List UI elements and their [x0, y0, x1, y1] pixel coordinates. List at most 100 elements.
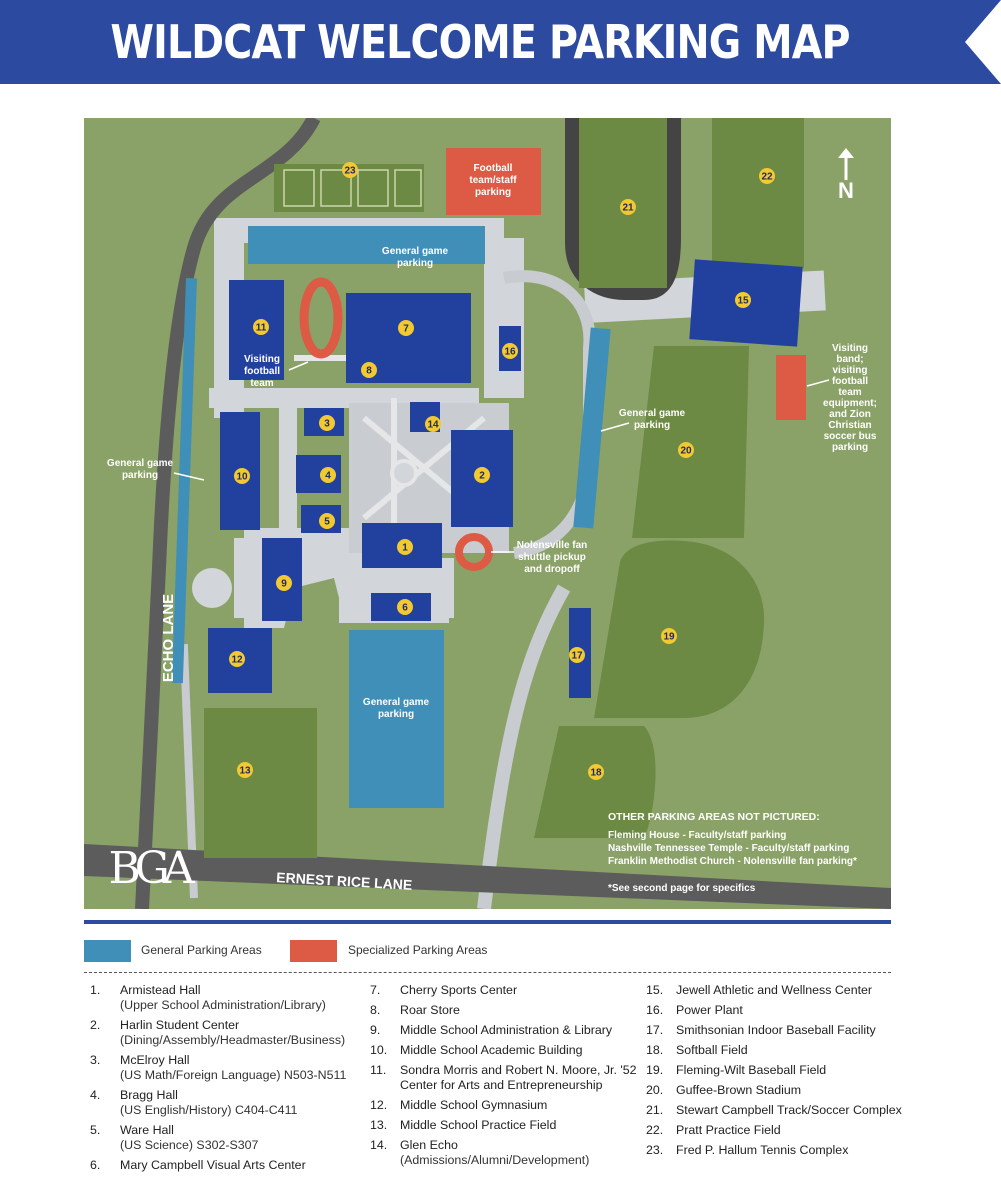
svg-text:parking: parking: [122, 470, 158, 481]
key-item-subtitle: (Dining/Assembly/Headmaster/Business): [120, 1033, 346, 1047]
label-visiting-football-team: Visiting football team: [244, 354, 280, 389]
other-parking-footnote: *See second page for specifics: [608, 883, 756, 894]
key-item-name: Mary Campbell Visual Arts Center: [120, 1158, 306, 1172]
key-item-name: Fleming-Wilt Baseball Field: [676, 1063, 827, 1077]
key-item: 22.Pratt Practice Field: [640, 1123, 930, 1138]
svg-text:parking: parking: [397, 258, 433, 269]
key-item-number: 3.: [90, 1053, 101, 1067]
svg-text:band;: band;: [836, 354, 863, 365]
road-ernest-rice-lane: [84, 844, 891, 909]
marker-20[interactable]: 20: [678, 442, 694, 458]
fields: [204, 118, 804, 858]
key-item-number: 13.: [370, 1118, 388, 1132]
key-item: 3.McElroy Hall(US Math/Foreign Language)…: [84, 1053, 359, 1083]
svg-text:1: 1: [402, 543, 408, 554]
key-item-name: Power Plant: [676, 1003, 743, 1017]
marker-21[interactable]: 21: [620, 199, 636, 215]
key-item: 15.Jewell Athletic and Wellness Center: [640, 983, 930, 998]
key-item-subtitle: (US Math/Foreign Language) N503-N511: [120, 1068, 347, 1082]
key-item-number: 19.: [646, 1063, 664, 1077]
key-item-name: Middle School Gymnasium: [400, 1098, 548, 1112]
marker-8[interactable]: 8: [361, 362, 377, 378]
label-shuttle: Nolensville fan shuttle pickup and dropo…: [517, 540, 588, 575]
marker-14[interactable]: 14: [425, 416, 441, 432]
key-item-number: 16.: [646, 1003, 664, 1017]
svg-text:18: 18: [590, 768, 602, 779]
label-visiting-band: Visiting band; visiting football team eq…: [823, 343, 877, 453]
key-item-number: 14.: [370, 1138, 388, 1152]
key-item: 18.Softball Field: [640, 1043, 930, 1058]
map-legend: General Parking Areas Specialized Parkin…: [84, 936, 891, 966]
label-general-parking-right: General game parking: [619, 408, 686, 431]
key-item: 5. Ware Hall(US Science) S302-S307: [84, 1123, 359, 1153]
svg-text:General game: General game: [382, 246, 449, 257]
marker-4[interactable]: 4: [320, 467, 336, 483]
svg-text:Nolensville fan: Nolensville fan: [517, 540, 588, 551]
svg-text:visiting: visiting: [832, 365, 867, 376]
svg-text:5: 5: [324, 517, 330, 528]
marker-15[interactable]: 15: [735, 292, 751, 308]
key-item-name: Guffee-Brown Stadium: [676, 1083, 802, 1097]
key-item: 8.Roar Store: [364, 1003, 639, 1018]
key-item: 10.Middle School Academic Building: [364, 1043, 639, 1058]
marker-13[interactable]: 13: [237, 762, 253, 778]
quad-fountain: [390, 459, 418, 487]
key-item-name: Middle School Academic Building: [400, 1043, 583, 1057]
key-item-number: 11.: [370, 1063, 387, 1077]
marker-6[interactable]: 6: [397, 599, 413, 615]
walkway-south: [477, 584, 571, 909]
svg-text:shuttle pickup: shuttle pickup: [518, 552, 586, 563]
marker-19[interactable]: 19: [661, 628, 677, 644]
key-item-name: Bragg Hall: [120, 1088, 178, 1102]
svg-text:team: team: [250, 378, 273, 389]
svg-text:Visiting: Visiting: [244, 354, 280, 365]
key-item-subtitle: (Upper School Administration/Library): [120, 998, 326, 1012]
marker-2[interactable]: 2: [474, 467, 490, 483]
arrow-general-right: [600, 422, 630, 432]
marker-16[interactable]: 16: [502, 343, 518, 359]
key-item-number: 6.: [90, 1158, 101, 1172]
key-item-number: 4.: [90, 1088, 101, 1102]
svg-text:13: 13: [239, 766, 251, 777]
marker-10[interactable]: 10: [234, 468, 250, 484]
key-item: 4.Bragg Hall(US English/History) C404-C4…: [84, 1088, 359, 1118]
key-item-name: Ware Hall: [120, 1123, 174, 1137]
svg-text:19: 19: [663, 632, 675, 643]
marker-18[interactable]: 18: [588, 764, 604, 780]
marker-7[interactable]: 7: [398, 320, 414, 336]
key-item-number: 2.: [90, 1018, 101, 1032]
marker-9[interactable]: 9: [276, 575, 292, 591]
shuttle-circle: [455, 533, 493, 571]
marker-23[interactable]: 23: [342, 162, 358, 178]
legend-label-general: General Parking Areas: [141, 943, 262, 957]
marker-12[interactable]: 12: [229, 651, 245, 667]
marker-11[interactable]: 11: [253, 319, 269, 335]
label-general-parking-top: General game parking: [382, 246, 449, 269]
marker-5[interactable]: 5: [319, 513, 335, 529]
building-markers: 1 2 3 4 5 6 7 8 9 10 11 12 13 14 15 16 1…: [229, 162, 775, 780]
svg-text:parking: parking: [378, 709, 414, 720]
svg-text:11: 11: [256, 323, 267, 334]
legend-swatch-specialized: [290, 940, 337, 962]
key-item: 21.Stewart Campbell Track/Soccer Complex: [640, 1103, 930, 1118]
marker-17[interactable]: 17: [569, 647, 585, 663]
general-parking-areas: [171, 226, 611, 808]
arrow-visiting-band: [806, 379, 830, 387]
road-label-ernest: ERNEST RICE LANE: [276, 869, 413, 893]
key-item-number: 5.: [90, 1123, 101, 1137]
svg-text:and dropoff: and dropoff: [524, 564, 580, 575]
marker-3[interactable]: 3: [319, 415, 335, 431]
marker-22[interactable]: 22: [759, 168, 775, 184]
key-item-name: Pratt Practice Field: [676, 1123, 781, 1137]
svg-text:17: 17: [571, 651, 583, 662]
title-banner: WILDCAT WELCOME PARKING MAP: [0, 0, 1001, 84]
tennis-courts: [283, 169, 422, 207]
key-item: 14.Glen Echo(Admissions/Alumni/Developme…: [364, 1138, 639, 1168]
label-football-staff-parking: Football team/staff parking: [469, 163, 517, 198]
key-item: 19. Fleming-Wilt Baseball Field: [640, 1063, 930, 1078]
svg-text:General game: General game: [619, 408, 686, 419]
key-item-subtitle: (US Science) S302-S307: [120, 1138, 259, 1152]
key-item-name: Softball Field: [676, 1043, 748, 1057]
north-arrow-icon: N: [838, 148, 854, 203]
marker-1[interactable]: 1: [397, 539, 413, 555]
